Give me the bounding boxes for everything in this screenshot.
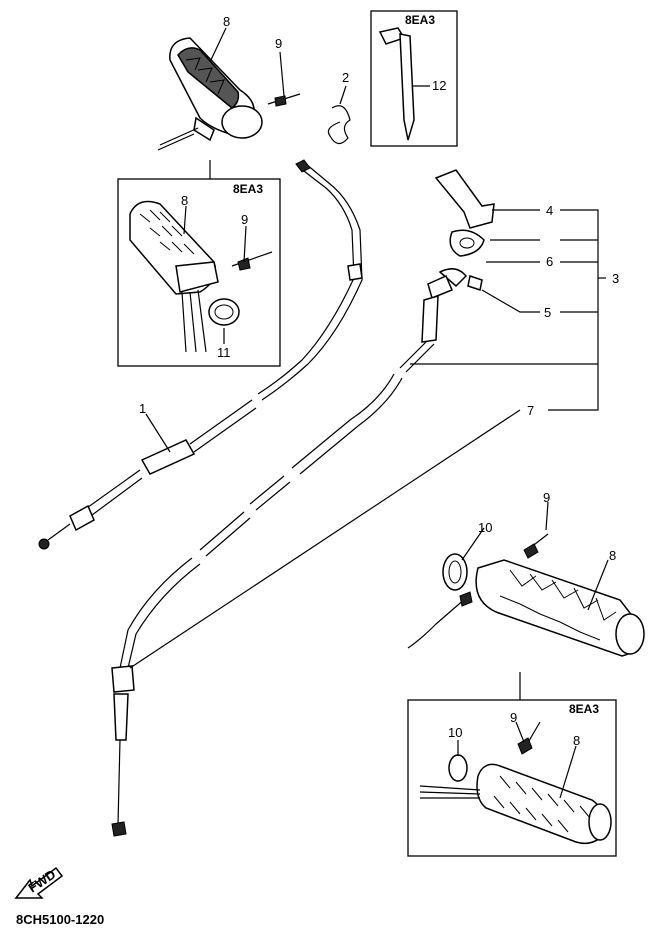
clip-part-2 [327,105,351,145]
grip-top-left [157,37,263,151]
callout-6: 6 [546,254,553,269]
callout-10-right: 10 [478,520,492,535]
variant-label-bottom-right: 8EA3 [569,702,599,716]
box-top-right [370,10,458,147]
callout-8-top: 8 [223,14,230,29]
callout-9-right: 9 [543,490,550,505]
callout-10-box2: 10 [448,725,462,740]
box-bottom-right [407,672,617,857]
throttle-housing [434,169,495,291]
leader-lines [129,27,609,799]
callout-8-right: 8 [609,548,616,563]
variant-label-top-right: 8EA3 [405,13,435,27]
callout-2: 2 [342,70,349,85]
cable-7 [111,275,453,837]
callout-8-box1: 8 [181,193,188,208]
callout-12: 12 [432,78,446,93]
grip-right [407,533,645,657]
callout-3: 3 [612,271,619,286]
callout-8-box2: 8 [573,733,580,748]
screw-top [267,93,301,107]
callout-9-box1: 9 [241,212,248,227]
variant-label-left: 8EA3 [233,182,263,196]
callout-9-box2: 9 [510,710,517,725]
callout-11: 11 [217,345,231,360]
fwd-arrow-icon: FWD [14,867,64,899]
diagram-code: 8CH5100-1220 [16,912,104,927]
callout-7: 7 [527,403,534,418]
box-left [117,160,281,367]
callout-4: 4 [546,203,553,218]
callout-1: 1 [139,401,146,416]
cable-1 [38,159,363,550]
callout-9-top: 9 [275,36,282,51]
callout-5: 5 [544,305,551,320]
